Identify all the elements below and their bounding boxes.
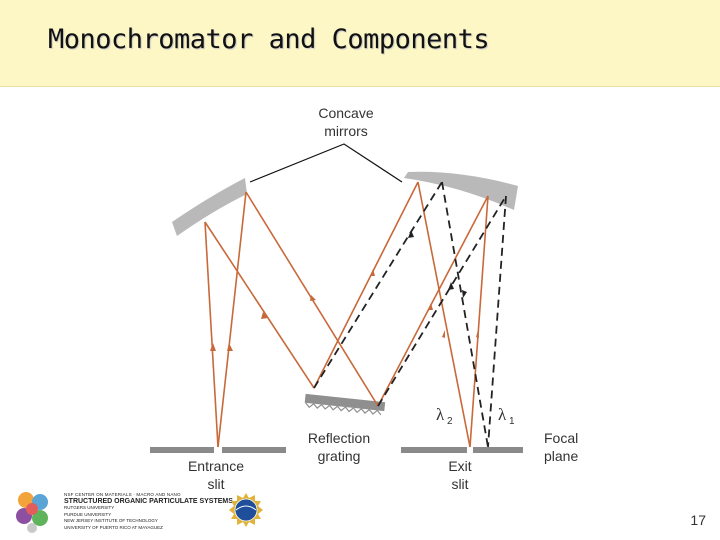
label-exit-slit-1: Exit [448,458,471,474]
label-exit-slit-2: slit [451,476,468,492]
entrance-slit-left-plate [150,447,214,453]
ray-arrows [210,269,479,351]
university-4: UNIVERSITY OF PUERTO RICO AT MAYAGUEZ [64,524,163,530]
concave-mirrors-pointer [249,143,403,183]
lambda-1-symbol: λ [498,405,507,424]
soups-logo-icon [16,492,48,533]
dashed-ray-arrows [408,230,467,298]
label-reflection-grating-2: grating [318,448,361,464]
center-name: STRUCTURED ORGANIC PARTICULATE SYSTEMS [64,498,233,505]
lambda-1-subscript: 1 [509,416,515,427]
page-number: 17 [690,512,706,528]
right-concave-mirror [404,171,518,210]
lambda-2-symbol: λ [436,405,445,424]
university-3: NEW JERSEY INSTITUTE OF TECHNOLOGY [64,518,158,523]
dashed-rays [313,181,507,448]
label-concave-mirrors-1: Concave [318,105,373,121]
label-concave-mirrors-2: mirrors [324,123,368,139]
exit-slit-right-plate [473,447,523,453]
label-focal-plane-1: Focal [544,430,578,446]
left-concave-mirror [172,178,247,236]
label-focal-plane-2: plane [544,448,578,464]
nsf-logo-icon [229,493,263,527]
center-info: NSF CENTER ON MATERIALS · MACRO AND NANO… [64,492,233,531]
title-bar: Monochromator and Components [0,0,720,87]
label-lambda-2: λ 2 [436,405,453,427]
footer-logos: NSF CENTER ON MATERIALS · MACRO AND NANO… [10,486,270,538]
slide-title: Monochromator and Components [48,24,490,55]
label-reflection-grating-1: Reflection [308,430,370,446]
light-rays [204,181,489,448]
center-line: NSF CENTER ON MATERIALS · MACRO AND NANO [64,492,181,497]
exit-slit-left-plate [401,447,467,453]
reflection-grating [304,393,386,416]
lambda-2-subscript: 2 [447,416,453,427]
university-1: RUTGERS UNIVERSITY [64,505,115,510]
label-entrance-slit-1: Entrance [188,458,244,474]
entrance-slit-right-plate [222,447,286,453]
university-2: PURDUE UNIVERSITY [64,511,112,517]
label-lambda-1: λ 1 [498,405,515,427]
label-entrance-slit-2: slit [207,476,224,492]
